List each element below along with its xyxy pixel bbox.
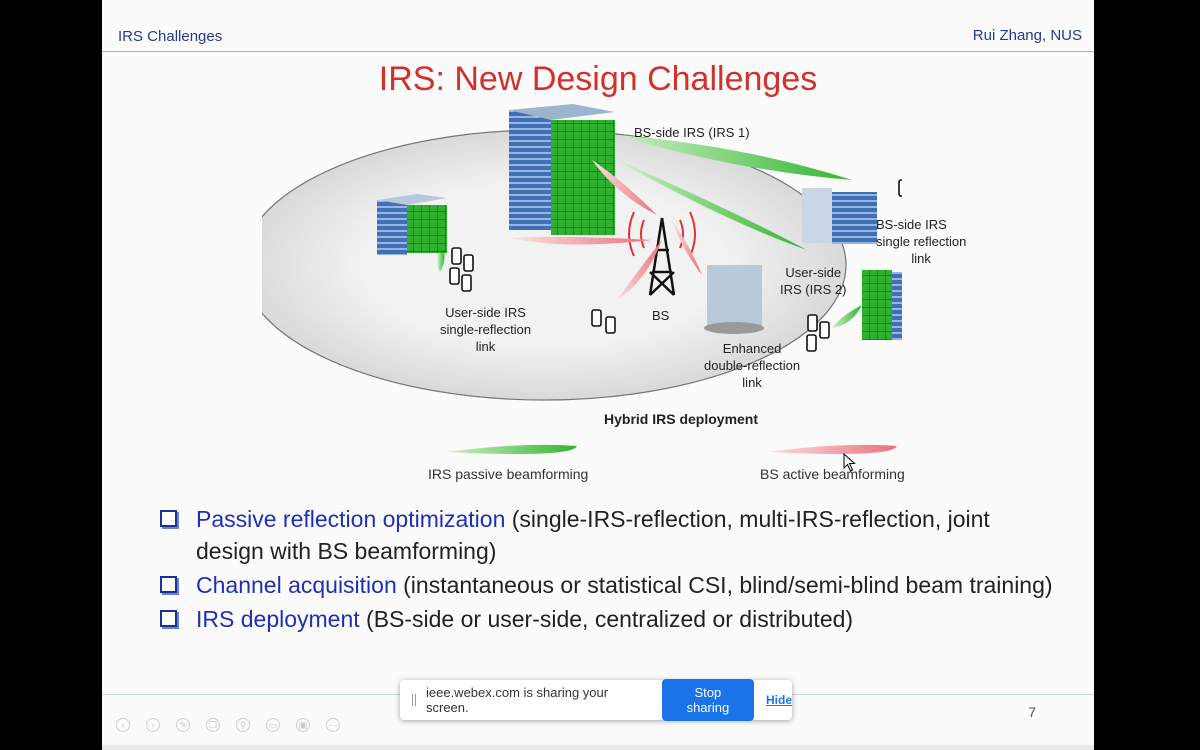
zoom-icon[interactable]: ⚲ bbox=[236, 718, 250, 732]
copy-icon[interactable]: ❐ bbox=[206, 718, 220, 732]
hide-link[interactable]: Hide bbox=[765, 693, 792, 707]
page-number: 7 bbox=[1028, 704, 1036, 720]
list-item: Channel acquisition (instantaneous or st… bbox=[160, 569, 1060, 601]
challenge-list: Passive reflection optimization (single-… bbox=[160, 503, 1060, 637]
camera-icon[interactable]: ▣ bbox=[296, 718, 310, 732]
bullet-term: Passive reflection optimization bbox=[196, 506, 506, 532]
label-enhanced-double: Enhanced double-reflection link bbox=[704, 341, 801, 390]
bs-beam-3 bbox=[617, 240, 662, 300]
bullet-term: IRS deployment bbox=[196, 606, 360, 632]
bs-beam-4 bbox=[672, 220, 702, 275]
tall-building-irs1 bbox=[509, 104, 615, 235]
center-building bbox=[704, 265, 764, 334]
label-user-side-single: User-side IRS single-reflection link bbox=[440, 305, 532, 354]
share-message: ieee.webex.com is sharing your screen. bbox=[425, 685, 609, 715]
legend-passive-beam bbox=[447, 444, 577, 454]
irs1-beam-to-bs-side bbox=[617, 135, 852, 180]
bs-beam-1 bbox=[512, 236, 652, 245]
hybrid-irs-figure: BS-side IRS (IRS 1) BS-side IRS single r… bbox=[241, 100, 966, 500]
pen-icon[interactable]: ✎ bbox=[176, 718, 190, 732]
screen-share-bar: ieee.webex.com is sharing your screen. S… bbox=[400, 679, 792, 721]
bs-tower bbox=[628, 211, 696, 296]
label-user-side-irs2: User-side IRS (IRS 2) bbox=[780, 265, 847, 297]
checkbox-bullet-icon bbox=[160, 576, 177, 593]
subtitle-icon[interactable]: ▭ bbox=[266, 718, 280, 732]
footer-band bbox=[102, 745, 1094, 750]
irs1-beam-to-irs2 bbox=[617, 160, 807, 250]
bs-side-building bbox=[802, 188, 877, 244]
header-divider bbox=[102, 51, 1094, 52]
bs-beam-2 bbox=[592, 160, 657, 215]
prev-icon[interactable]: ‹ bbox=[116, 718, 130, 732]
irs2-building bbox=[862, 270, 927, 340]
more-icon[interactable]: ⋯ bbox=[326, 718, 340, 732]
stop-sharing-button[interactable]: Stop sharing bbox=[661, 679, 754, 721]
slideshow-toolbar: ‹ › ✎ ❐ ⚲ ▭ ▣ ⋯ bbox=[116, 718, 340, 732]
mouse-cursor-icon bbox=[843, 453, 856, 472]
user-side-building bbox=[377, 194, 447, 255]
bullet-detail: (single-IRS-reflection, multi-IRS-reflec… bbox=[196, 506, 990, 564]
bullet-term: Channel acquisition bbox=[196, 572, 397, 598]
author-header: Rui Zhang, NUS bbox=[972, 27, 1082, 44]
legend-active-label: BS active beamforming bbox=[760, 466, 905, 482]
legend-passive-label: IRS passive beamforming bbox=[428, 466, 589, 482]
figure-illustration bbox=[241, 104, 927, 454]
section-header: IRS Challenges bbox=[118, 28, 223, 45]
bullet-detail: (BS-side or user-side, centralized or di… bbox=[359, 606, 854, 632]
label-bs-side-single: BS-side IRS single reflection link bbox=[876, 217, 967, 266]
presentation-slide: IRS Challenges Rui Zhang, NUS IRS: New D… bbox=[102, 0, 1094, 745]
checkbox-bullet-icon bbox=[160, 510, 177, 527]
bullet-detail: (instantaneous or statistical CSI, blind… bbox=[396, 572, 1053, 598]
drag-handle-icon[interactable] bbox=[412, 694, 416, 706]
list-item: Passive reflection optimization (single-… bbox=[160, 503, 1060, 567]
legend-active-beam bbox=[767, 444, 897, 454]
slide-title: IRS: New Design Challenges bbox=[378, 60, 818, 98]
label-bs: BS bbox=[652, 308, 670, 323]
next-icon[interactable]: › bbox=[146, 718, 160, 732]
label-bs-side-irs1: BS-side IRS (IRS 1) bbox=[634, 125, 750, 140]
right-letterbox bbox=[1094, 0, 1200, 750]
left-letterbox bbox=[0, 0, 102, 750]
figure-caption: Hybrid IRS deployment bbox=[604, 411, 759, 427]
checkbox-bullet-icon bbox=[160, 610, 177, 627]
list-item: IRS deployment (BS-side or user-side, ce… bbox=[160, 603, 1060, 635]
irs2-beam bbox=[832, 305, 862, 328]
